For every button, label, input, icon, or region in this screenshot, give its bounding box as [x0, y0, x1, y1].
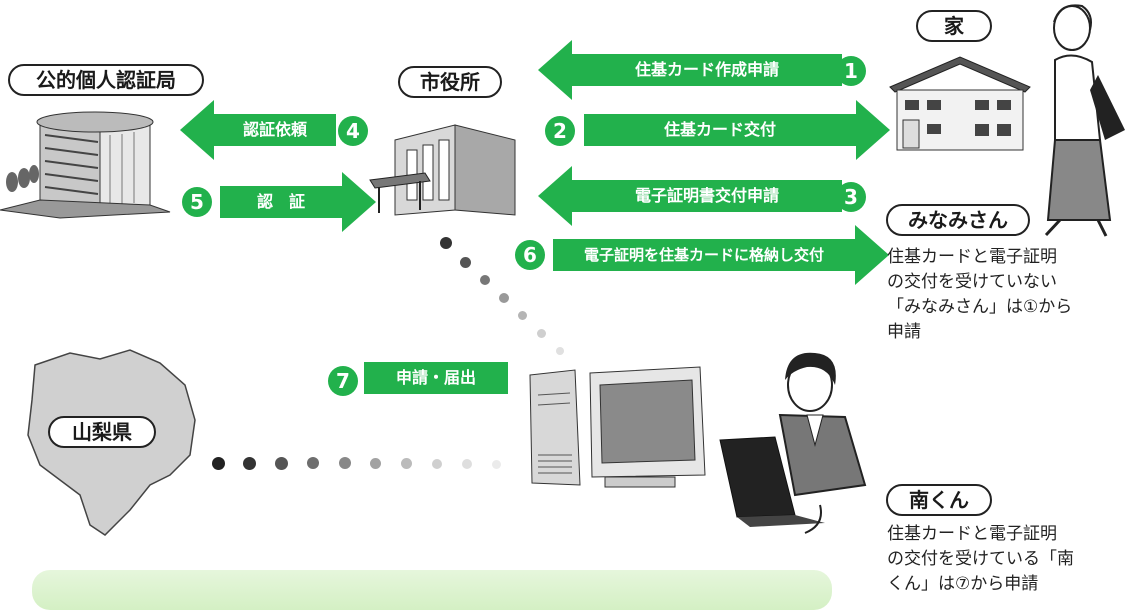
- arrow-step-3-label: 電子証明書交付申請: [572, 180, 842, 212]
- woman-minami-san-illustration: [1044, 4, 1125, 237]
- path-dot: [307, 457, 319, 469]
- path-dot: [480, 275, 490, 285]
- minami-kun-note-line: 住基カードと電子証明: [887, 524, 1057, 544]
- path-dot: [440, 237, 452, 249]
- label-home: 家: [916, 10, 992, 42]
- arrow-step-2-label: 住基カード交付: [584, 114, 856, 146]
- computer-illustration: [529, 366, 706, 488]
- path-dot: [243, 457, 256, 470]
- path-dot: [370, 458, 381, 469]
- label-minami-san: みなみさん: [886, 204, 1030, 236]
- step-4-badge: 4: [338, 116, 368, 146]
- house-illustration: [889, 56, 1031, 151]
- arrow-step-1: 住基カード作成申請: [538, 40, 842, 100]
- arrow-step-6: 電子証明を住基カードに格納し交付: [553, 225, 889, 285]
- path-dot: [499, 293, 509, 303]
- arrow-step-1-label: 住基カード作成申請: [572, 54, 842, 86]
- minami-san-note-line: 住基カードと電子証明: [887, 247, 1057, 267]
- jpki-building-illustration: [0, 111, 171, 219]
- step-5-badge: 5: [182, 187, 212, 217]
- step-2-badge: 2: [545, 116, 575, 146]
- label-city-hall: 市役所: [398, 66, 502, 98]
- arrow-step-7: 申請・届出: [364, 362, 508, 394]
- path-dot: [460, 257, 471, 268]
- minami-kun-note: 住基カードと電子証明 の交付を受けている「南 くん」は⑦から申請: [887, 522, 1074, 597]
- arrow-step-4-label: 認証依頼: [214, 114, 336, 146]
- arrow-step-5-label: 認 証: [220, 186, 342, 218]
- minami-san-note-line: 「みなみさん」は①から: [887, 297, 1073, 317]
- label-jpki: 公的個人認証局: [8, 64, 204, 96]
- minami-kun-note-line: の交付を受けている「南: [887, 549, 1074, 569]
- arrow-step-4: 認証依頼: [180, 100, 336, 160]
- path-dot: [462, 459, 472, 469]
- arrow-step-2: 住基カード交付: [584, 100, 890, 160]
- path-dot: [537, 329, 546, 338]
- man-minami-kun-illustration: [719, 352, 867, 534]
- path-dot: [339, 457, 351, 469]
- step-3-badge: 3: [836, 182, 866, 212]
- step-6-badge: 6: [515, 240, 545, 270]
- bottom-banner: [32, 570, 832, 610]
- city-hall-illustration: [369, 124, 516, 216]
- minami-san-note-line: 申請: [887, 322, 921, 342]
- step-1-badge: 1: [836, 56, 866, 86]
- minami-kun-note-line: くん」は⑦から申請: [887, 574, 1039, 594]
- path-dot: [401, 458, 412, 469]
- path-dot: [432, 459, 442, 469]
- arrow-step-5: 認 証: [220, 172, 376, 232]
- path-dot: [518, 311, 527, 320]
- minami-san-note: 住基カードと電子証明 の交付を受けていない 「みなみさん」は①から 申請: [887, 245, 1072, 345]
- step-7-badge: 7: [328, 366, 358, 396]
- path-dot: [556, 347, 564, 355]
- path-dot: [212, 457, 225, 470]
- arrow-step-7-label: 申請・届出: [364, 362, 508, 394]
- label-minami-kun: 南くん: [886, 484, 992, 516]
- label-yamanashi: 山梨県: [48, 416, 156, 448]
- path-dot: [275, 457, 288, 470]
- minami-san-note-line: の交付を受けていない: [887, 272, 1057, 292]
- arrow-step-3: 電子証明書交付申請: [538, 166, 842, 226]
- path-dot: [492, 460, 501, 469]
- arrow-step-6-label: 電子証明を住基カードに格納し交付: [553, 239, 855, 271]
